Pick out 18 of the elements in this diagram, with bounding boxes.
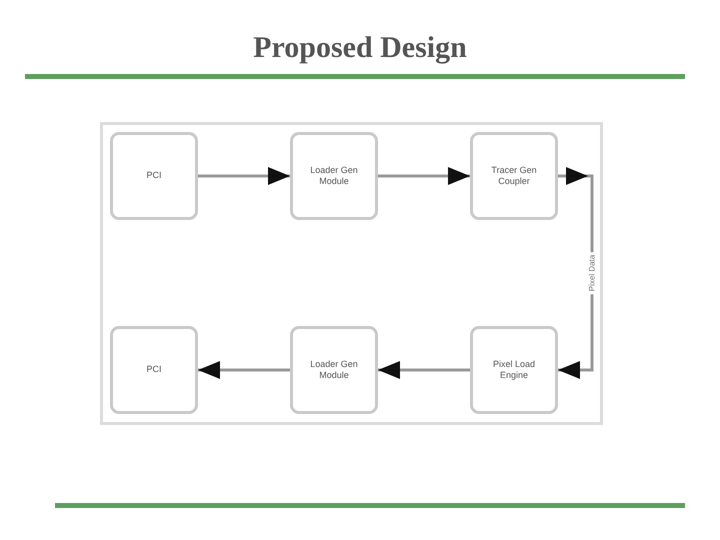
slide-title: Proposed Design bbox=[253, 31, 467, 64]
process-box bbox=[290, 132, 378, 220]
process-box bbox=[110, 326, 198, 414]
box-label: Loader Gen Module bbox=[309, 358, 359, 382]
process-box bbox=[110, 132, 198, 220]
box-label: Tracer Gen Coupler bbox=[490, 164, 538, 188]
arrow bbox=[378, 361, 470, 379]
process-box bbox=[470, 326, 558, 414]
box-label: PCI bbox=[146, 170, 162, 182]
edge-label: Pixel Data bbox=[586, 252, 598, 294]
arrow bbox=[198, 167, 290, 185]
box-label: Pixel Load Engine bbox=[492, 358, 536, 382]
process-box bbox=[290, 326, 378, 414]
process-box bbox=[470, 132, 558, 220]
arrow bbox=[378, 167, 470, 185]
box-label: Loader Gen Module bbox=[309, 164, 359, 188]
box-label: PCI bbox=[146, 364, 162, 376]
arrow bbox=[198, 361, 290, 379]
